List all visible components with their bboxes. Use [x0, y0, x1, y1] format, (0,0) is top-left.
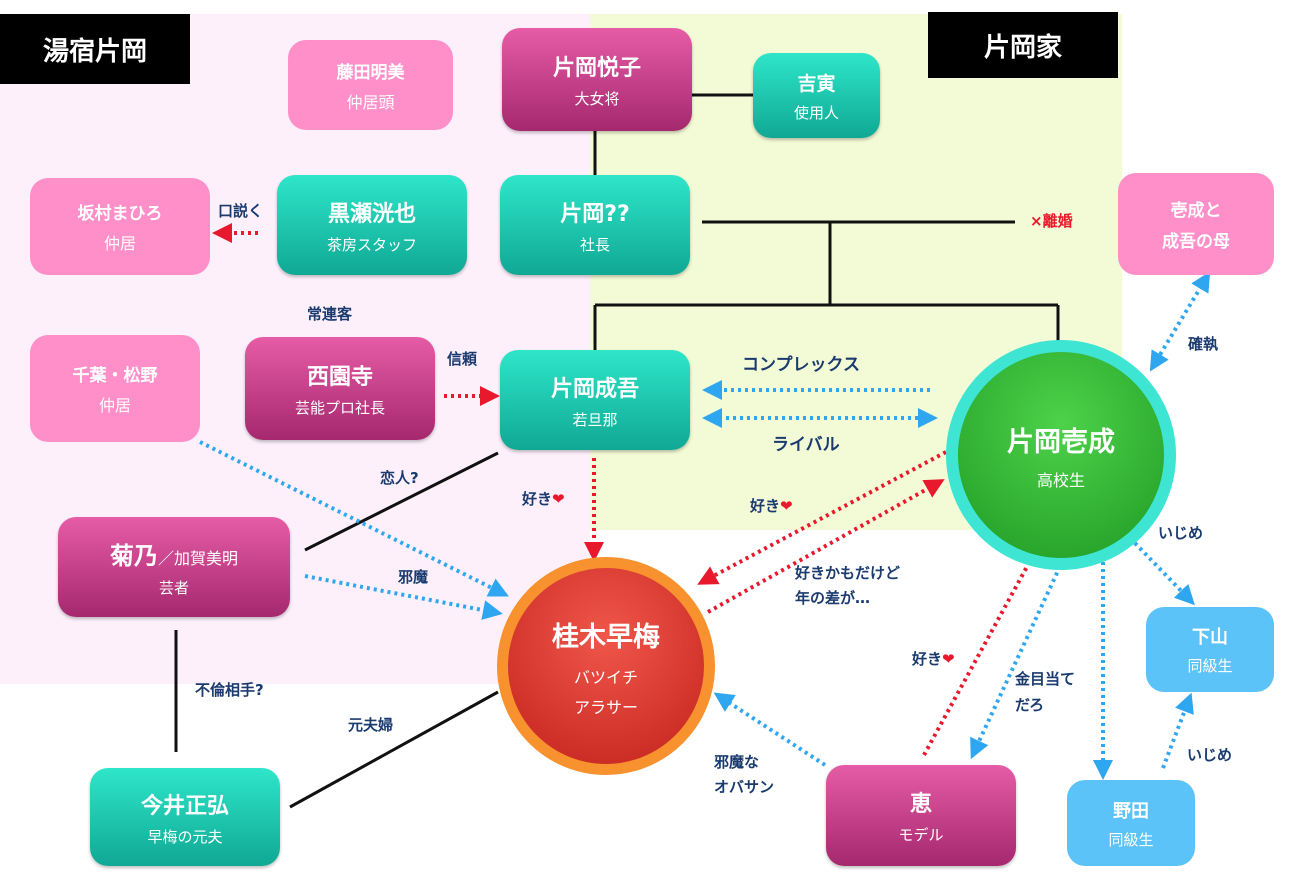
node-role: 同級生: [1187, 657, 1233, 675]
label-suki-issei: 好き❤: [750, 495, 793, 516]
label-ijime-2: いじめ: [1187, 746, 1233, 764]
node-role: 大女将: [574, 90, 620, 108]
label-kudoku: 口説く: [218, 202, 264, 220]
node-name-line2: 成吾の母: [1162, 232, 1230, 252]
label-complex: コンプレックス: [742, 355, 860, 375]
node-megumi: 恵 モデル: [826, 765, 1016, 866]
label-joren: 常連客: [307, 305, 353, 323]
node-name-alias: ／加賀美明: [157, 549, 238, 568]
node-name: 黒瀬洸也: [327, 201, 416, 227]
node-name: 桂木早梅: [552, 621, 660, 653]
node-name: 千葉・松野: [72, 366, 158, 386]
node-chiba: 千葉・松野 仲居: [30, 335, 200, 442]
node-role: 芸能プロ社長: [294, 399, 385, 417]
node-name: 今井正弘: [140, 793, 229, 819]
node-name: 片岡壱成: [1007, 426, 1115, 458]
label-jama-na: 邪魔な: [714, 753, 760, 771]
node-noda: 野田 同級生: [1067, 780, 1195, 866]
node-role: 同級生: [1108, 830, 1154, 849]
label-rival: ライバル: [772, 435, 840, 455]
node-mother: 壱成と 成吾の母: [1118, 173, 1274, 275]
node-role: 芸者: [158, 579, 189, 597]
node-role: 早梅の元夫: [147, 827, 223, 846]
node-name: 恵: [909, 792, 932, 817]
node-saionji: 西園寺 芸能プロ社長: [245, 337, 435, 440]
node-role-2: アラサー: [573, 697, 638, 717]
node-role: 仲居: [103, 234, 136, 253]
label-obasan: オバサン: [714, 778, 775, 796]
label-divorce: ×離婚: [1030, 212, 1073, 230]
label-shinrai: 信頼: [447, 350, 478, 368]
node-kikuno: 菊乃／加賀美明 芸者: [58, 517, 290, 617]
node-kurose: 黒瀬洸也 茶房スタッフ: [277, 175, 467, 275]
node-role: バツイチ: [573, 667, 638, 687]
node-kichitora: 吉寅 使用人: [753, 53, 880, 138]
label-text: 好き: [912, 650, 943, 668]
node-name: 野田: [1113, 800, 1149, 822]
node-seigo: 片岡成吾 若旦那: [500, 350, 690, 450]
node-name: 菊乃／加賀美明: [110, 536, 238, 571]
node-imai: 今井正弘 早梅の元夫: [90, 768, 280, 866]
node-role: 仲居: [98, 396, 131, 415]
node-name: 片岡悦子: [552, 56, 641, 81]
node-etsuko: 片岡悦子 大女将: [502, 28, 692, 131]
node-name: 片岡成吾: [550, 376, 639, 402]
node-role: モデル: [898, 826, 944, 844]
node-role: 高校生: [1036, 470, 1085, 490]
yuyado-title: 湯宿片岡: [0, 14, 190, 84]
node-name: 吉寅: [797, 72, 836, 95]
node-role: 若旦那: [572, 410, 618, 429]
node-name: 壱成と: [1170, 201, 1222, 221]
label-motofuufu: 元夫婦: [348, 716, 394, 734]
node-shimoyama: 下山 同級生: [1146, 607, 1274, 692]
label-kanemeate-1: 金目当て: [1015, 670, 1076, 688]
node-name: 西園寺: [306, 365, 373, 390]
node-issei: 片岡壱成 高校生: [946, 340, 1176, 570]
node-sakura: 桂木早梅 バツイチ アラサー: [497, 557, 715, 775]
node-name: 片岡??: [560, 201, 630, 227]
node-role: 社長: [579, 235, 610, 254]
node-sakamura: 坂村まひろ 仲居: [30, 178, 210, 275]
family-title: 片岡家: [928, 12, 1118, 78]
node-role: 仲居頭: [346, 92, 395, 112]
label-suki-kamo-1: 好きかもだけど: [795, 564, 901, 582]
node-role: 使用人: [793, 103, 839, 122]
node-role: 茶房スタッフ: [326, 235, 417, 254]
node-name: 下山: [1192, 627, 1228, 648]
heart-icon: ❤: [942, 650, 955, 668]
node-fujita: 藤田明美 仲居頭: [288, 40, 453, 130]
node-name: 藤田明美: [336, 62, 405, 83]
label-suki-megumi: 好き❤: [912, 648, 955, 669]
label-jama: 邪魔: [398, 568, 429, 586]
label-text: 好き: [750, 497, 781, 515]
label-kanemeate-2: だろ: [1015, 696, 1045, 714]
label-suki-seigo: 好き❤: [522, 488, 565, 509]
node-name: 坂村まひろ: [77, 204, 163, 224]
heart-icon: ❤: [780, 497, 793, 515]
label-ijime-1: いじめ: [1158, 524, 1204, 542]
label-furin: 不倫相手?: [195, 681, 264, 699]
label-text: 好き: [522, 490, 553, 508]
node-name-main: 菊乃: [109, 542, 158, 570]
node-president: 片岡?? 社長: [500, 175, 690, 275]
label-koibito: 恋人?: [380, 469, 419, 487]
label-suki-kamo-2: 年の差が…: [795, 589, 871, 607]
heart-icon: ❤: [552, 490, 565, 508]
label-kakushitsu: 確執: [1188, 335, 1219, 353]
